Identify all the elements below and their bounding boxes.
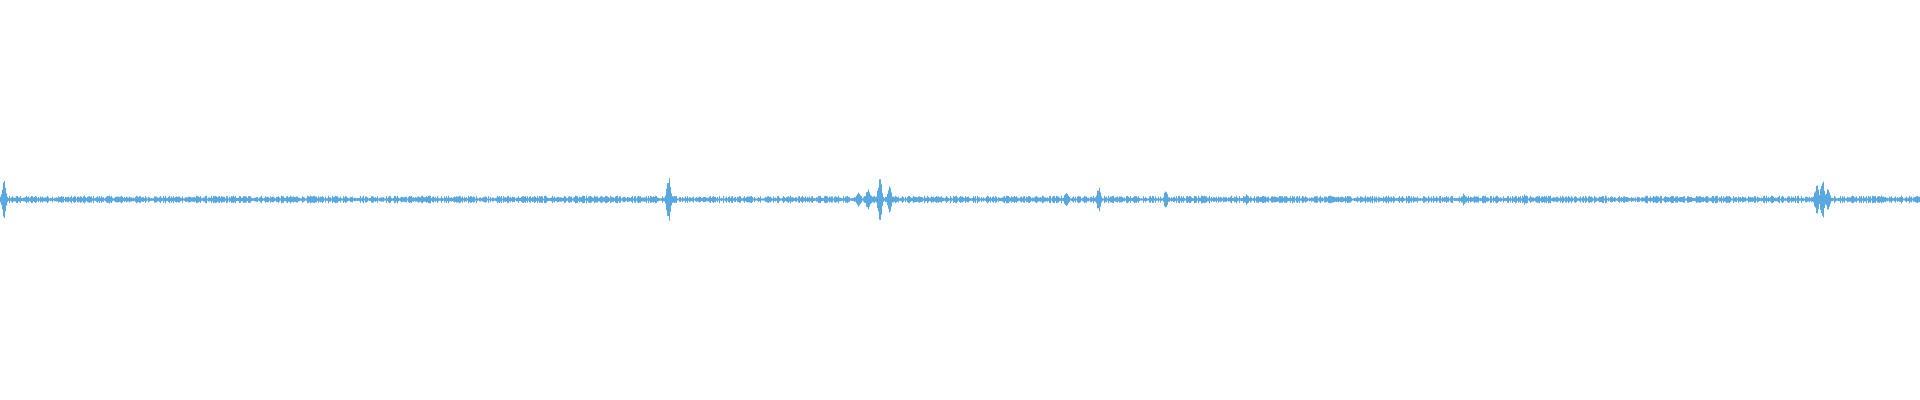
waveform-samples [0,178,1920,221]
